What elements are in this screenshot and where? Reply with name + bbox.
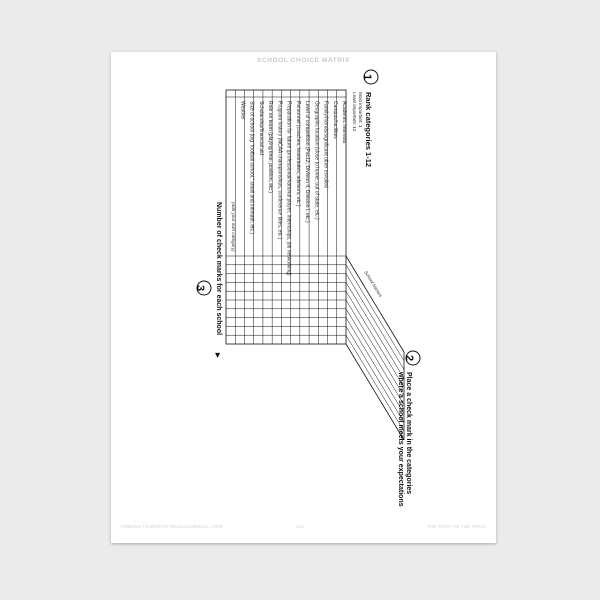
rank-cell[interactable]	[226, 90, 235, 97]
category-row-label: Family/friends/significant other enrolle…	[323, 101, 329, 188]
category-row-label: Weather	[239, 101, 245, 120]
category-row-label: Campus/facilities	[332, 101, 338, 139]
footer-book-title: THE PATH TO THE PROS	[426, 524, 486, 529]
rank-cell[interactable]	[263, 90, 272, 97]
rank-cell[interactable]	[235, 90, 244, 97]
rank-cell[interactable]	[318, 90, 327, 97]
rank-cell[interactable]	[281, 90, 290, 97]
category-row-label: Program history (NCAA championships, con…	[276, 101, 282, 240]
category-row-label: Preparation for future (professional/nat…	[286, 101, 292, 276]
category-row-label: Personnel (coaches, teammates, advisors,…	[295, 101, 301, 207]
rank-cell[interactable]	[328, 90, 337, 97]
own-category-row: (add your own category)	[231, 202, 236, 252]
school-names-label: School Names	[363, 270, 383, 299]
table-border	[225, 89, 347, 345]
school-name-slant-line	[345, 299, 405, 397]
rank-cell[interactable]	[337, 90, 346, 97]
check-instruction-line-1: Place a check mark in the categories	[405, 372, 412, 494]
category-row-label: Geographic location (close to home, out …	[313, 101, 319, 220]
slant-edge-bottom	[345, 343, 405, 441]
school-name-slants	[345, 264, 405, 432]
school-name-slant-line	[345, 308, 405, 405]
school-name-slant-line	[345, 264, 405, 361]
school-name-slant-line	[345, 317, 405, 414]
school-name-slant-line	[345, 291, 405, 388]
slant-edge-top	[345, 255, 405, 353]
rank-cell[interactable]	[254, 90, 263, 97]
footer-page-number: 114	[296, 524, 305, 529]
rank-most-important: Most important: 1	[358, 92, 363, 128]
section-1-block: 1 Rank categories 1-12 Most important: 1…	[352, 69, 379, 167]
section-3-block: Number of check marks for each school ▶ …	[194, 202, 222, 358]
school-name-slant-line	[345, 282, 405, 379]
rank-cell[interactable]	[291, 90, 300, 97]
category-row-label: Academic interests	[341, 101, 347, 144]
rank-cell[interactable]	[300, 90, 309, 97]
school-name-slant-line	[345, 326, 405, 423]
step-1-circle	[363, 69, 379, 85]
step-1-number: 1	[361, 74, 373, 80]
step-3-number: 3	[194, 285, 206, 291]
school-name-slant-line	[345, 273, 405, 370]
footer-website: FINDINGYOURSPOTINCOLLEGEBALL.COM	[121, 524, 223, 529]
check-count-label: Number of check marks for each school	[215, 202, 222, 335]
category-rows: Academic interestsCampus/facilitiesFamil…	[226, 90, 347, 344]
matrix-graphic: 1 Rank categories 1-12 Most important: 1…	[194, 69, 421, 507]
category-row-label: Size of school (big “football school,” s…	[249, 101, 255, 234]
rank-cell[interactable]	[272, 90, 281, 97]
check-count-arrow: ▶	[214, 352, 221, 358]
school-name-slant-line	[345, 335, 405, 432]
check-instruction-line-2: where a school meets your expectations	[397, 371, 404, 507]
step-2-circle	[405, 350, 421, 366]
category-row-label: Scholarship/financial aid	[258, 101, 264, 155]
step-3-circle	[196, 280, 212, 296]
rank-title: Rank categories 1-12	[364, 92, 373, 167]
category-table: School Names Academic interestsCampus/fa…	[225, 89, 405, 441]
rank-least-important: Least important: 12	[352, 92, 357, 132]
rank-cell[interactable]	[244, 90, 253, 97]
worksheet-page: SCHOOL CHOICE MATRIX 1 Rank categories 1…	[111, 52, 496, 543]
section-2-block: 2 Place a check mark in the categories w…	[397, 350, 421, 507]
school-columns	[226, 264, 346, 336]
category-row-label: Level of competition (Pac12, Division II…	[304, 101, 310, 223]
step-2-number: 2	[403, 355, 415, 361]
page-header: SCHOOL CHOICE MATRIX	[256, 57, 350, 64]
category-row-label: Role on team (playing time, position, et…	[267, 101, 273, 193]
rank-cell[interactable]	[309, 90, 318, 97]
